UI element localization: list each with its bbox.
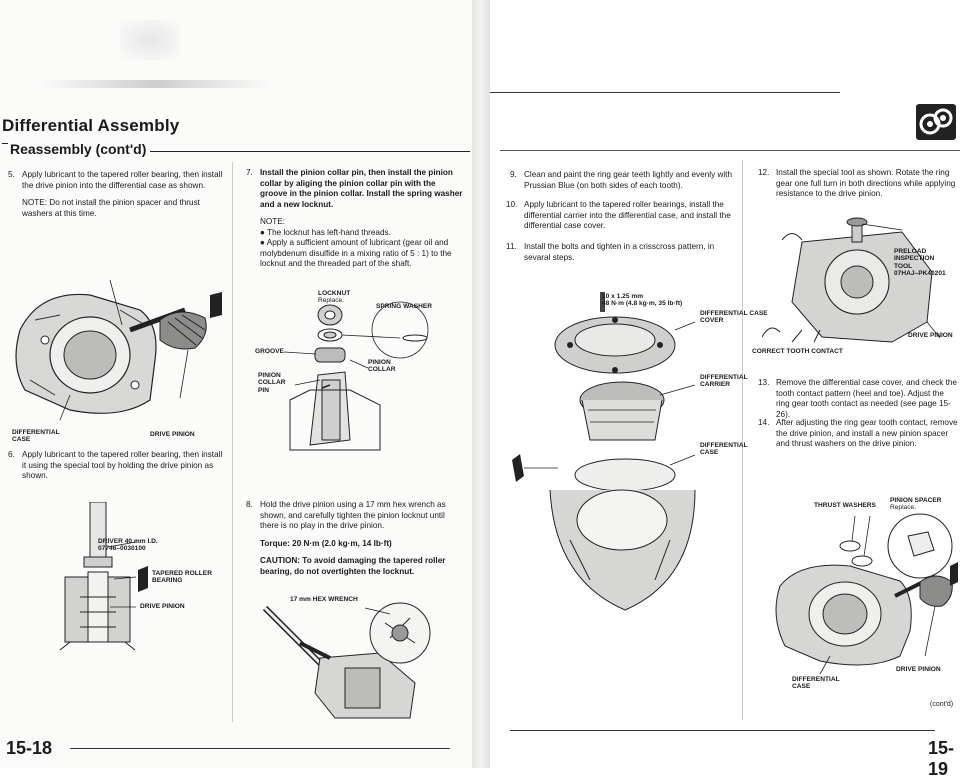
step-9: 9. Clean and paint the ring gear teeth l…: [510, 170, 740, 191]
step-bullet: ● Apply a sufficient amount of lubricant…: [260, 238, 452, 268]
driver-tool-illustration: [59, 502, 148, 651]
label-differential-cover: DIFFERENTIAL CASE COVER: [700, 310, 768, 325]
pinion-spacer-label-text: PINION SPACER: [890, 497, 942, 504]
top-rule: [490, 92, 840, 93]
step-number: 10.: [506, 200, 518, 209]
subtitle-rule: [150, 151, 470, 152]
step-text: Remove the differential case cover, and …: [776, 378, 957, 419]
step-text: Apply lubricant to the tapered roller be…: [22, 450, 223, 480]
step-text: Apply lubricant to the tapered roller be…: [524, 200, 731, 230]
label-bolt-spec: 10 x 1.25 mm 48 N·m (4.8 kg·m, 35 lb·ft): [602, 293, 683, 308]
label-drive-pinion: DRIVE PINION: [140, 603, 185, 610]
step-number: 14.: [758, 418, 770, 427]
label-differential-case: DIFFERENTIAL CASE: [12, 429, 60, 444]
pinion-spacer-illustration: [775, 513, 958, 675]
step-text: After adjusting the ring gear tooth cont…: [776, 418, 958, 448]
torque-spec: Torque: 20 N·m (2.0 kg·m, 14 lb·ft): [260, 538, 392, 548]
locknut-sub-text: Replace.: [318, 297, 345, 305]
step-number: 6.: [8, 450, 15, 459]
label-differential-case: DIFFERENTIAL CASE: [700, 442, 748, 457]
label-drive-pinion: DRIVE PINION: [150, 431, 195, 438]
step-13: 13. Remove the differential case cover, …: [758, 378, 958, 420]
label-driver: DRIVER 40 mm I.D. 07746–0030100: [98, 538, 158, 553]
differential-exploded-illustration: [512, 292, 696, 611]
step-number: 9.: [510, 170, 517, 179]
step-text: Clean and paint the ring gear teeth ligh…: [524, 170, 733, 190]
pinion-collar-illustration: [283, 301, 429, 451]
column-divider: [232, 162, 233, 722]
column-divider: [742, 160, 743, 720]
step-7: 7. Install the pinion collar pin, then i…: [246, 168, 464, 270]
label-spring-washer: SPRING WASHER: [376, 303, 433, 310]
differential-case-illustration: [15, 279, 222, 421]
label-differential-case: DIFFERENTIAL CASE: [792, 676, 840, 691]
label-correct-tooth: CORRECT TOOTH CONTACT: [752, 348, 843, 355]
bullet-text: The locknut has left-hand threads.: [267, 227, 391, 237]
step-6: 6. Apply lubricant to the tapered roller…: [8, 450, 226, 482]
step-text: Install the bolts and tighten in a criss…: [524, 242, 715, 262]
label-preload-tool: PRELOAD INSPECTION TOOL 07HAJ–PK40201: [894, 248, 946, 278]
label-pinion-collar-pin: PINION COLLAR PIN: [258, 372, 286, 394]
step-5: 5. Apply lubricant to the tapered roller…: [8, 170, 226, 219]
bullet-text: Apply a sufficient amount of lubricant (…: [260, 238, 452, 268]
step-number: 11.: [506, 242, 517, 251]
label-hex-wrench: 17 mm HEX WRENCH: [290, 596, 358, 603]
header-rule: [500, 150, 960, 151]
step-note: NOTE: Do not install the pinion spacer a…: [22, 198, 200, 218]
pinion-spacer-sub-text: Replace.: [890, 504, 917, 512]
step-11: 11. Install the bolts and tighten in a c…: [506, 242, 740, 263]
step-text: Hold the drive pinion using a 17 mm hex …: [260, 500, 446, 530]
section-title: Differential Assembly: [2, 116, 180, 135]
step-text: Apply lubricant to the tapered roller be…: [22, 170, 223, 190]
step-number: 7.: [246, 168, 253, 177]
page-gutter: [472, 0, 490, 768]
label-thrust-washers: THRUST WASHERS: [814, 502, 876, 509]
step-number: 8.: [246, 500, 253, 509]
step-number: 12.: [758, 168, 770, 177]
label-tapered-bearing: TAPERED ROLLER BEARING: [152, 570, 212, 585]
page-number: 15-19: [928, 738, 955, 779]
caution-text: CAUTION: To avoid damaging the tapered r…: [260, 556, 446, 576]
right-page: 9. Clean and paint the ring gear teeth l…: [490, 0, 960, 779]
hex-wrench-illustration: [262, 602, 431, 719]
scan-smudge: [40, 80, 270, 88]
label-groove: GROOVE: [255, 348, 284, 355]
label-pinion-collar: PINION COLLAR: [368, 359, 396, 374]
label-differential-carrier: DIFFERENTIAL CARRIER: [700, 374, 748, 389]
locknut-label-text: LOCKNUT: [318, 290, 351, 297]
page-number: 15-18: [6, 738, 53, 758]
step-12: 12. Install the special tool as shown. R…: [758, 168, 958, 200]
step-10: 10. Apply lubricant to the tapered rolle…: [506, 200, 740, 232]
step-14: 14. After adjusting the ring gear tooth …: [758, 418, 958, 450]
preload-inspection-illustration: [762, 217, 941, 343]
label-drive-pinion: DRIVE PINION: [896, 666, 941, 673]
left-page: Differential Assembly Reassembly (cont'd…: [0, 0, 472, 768]
gear-assembly-icon-graphic: [919, 108, 953, 135]
continued-note: (cont'd): [930, 701, 954, 708]
step-number: 13.: [758, 378, 770, 387]
subtitle-bar: [2, 143, 8, 144]
step-text: Install the pinion collar pin, then inst…: [260, 168, 463, 209]
scan-smudge: [120, 20, 180, 60]
subsection-title: Reassembly (cont'd): [10, 141, 147, 157]
bottom-rule: [70, 748, 450, 749]
bottom-rule: [510, 730, 935, 731]
gear-assembly-icon: [916, 104, 956, 140]
step-text: Install the special tool as shown. Rotat…: [776, 168, 956, 198]
step-bullet: ● The locknut has left-hand threads.: [260, 227, 391, 237]
step-8: 8. Hold the drive pinion using a 17 mm h…: [246, 500, 464, 577]
step-note-heading: NOTE:: [260, 217, 286, 226]
label-drive-pinion: DRIVE PINION: [908, 332, 953, 339]
step-number: 5.: [8, 170, 15, 179]
